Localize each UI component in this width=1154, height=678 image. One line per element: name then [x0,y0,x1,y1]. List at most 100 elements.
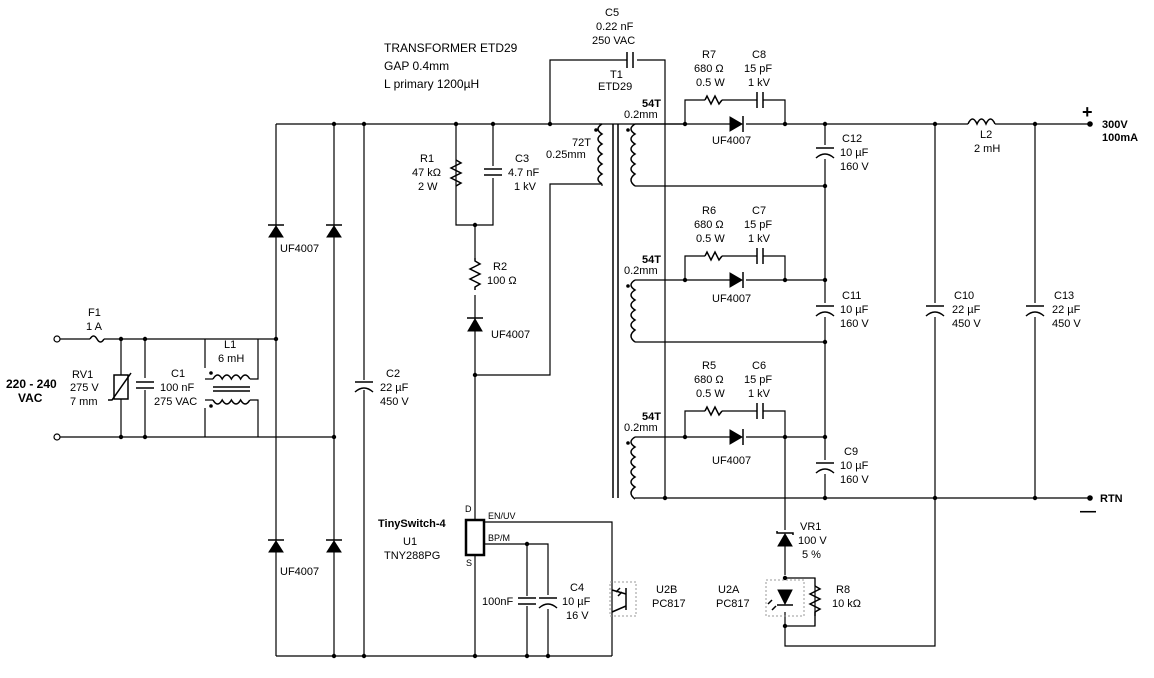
sec1-turns: 54T [642,98,661,110]
c10-ref: C10 [954,290,974,302]
fuse-f1-symbol [89,335,105,343]
r2-value: 100 Ω [487,275,517,287]
sec2-turns: 54T [642,254,661,266]
c10-rating: 450 V [952,318,981,330]
input-type: VAC [18,391,43,405]
t1-ref: T1 [610,69,623,81]
c5-ref: C5 [605,7,619,19]
c1-value: 100 nF [160,382,195,394]
c9-ref: C9 [844,446,858,458]
c5-value: 0.22 nF [596,21,634,33]
transformer-note-line2: GAP 0.4mm [384,59,449,73]
l2-value: 2 mH [974,143,1000,155]
r7-power: 0.5 W [696,77,725,89]
c8-rating: 1 kV [748,77,771,89]
output-current: 100mA [1102,132,1138,144]
c1-ref: C1 [171,368,185,380]
l2-ref: L2 [980,129,992,141]
c2-value: 22 µF [380,382,409,394]
sec1-diode: UF4007 [712,135,751,147]
c1-rating: 275 VAC [154,396,197,408]
c2-ref: C2 [386,368,400,380]
u1-family: TinySwitch-4 [378,518,447,530]
junction-dots [118,121,1093,659]
c9-rating: 160 V [840,474,869,486]
output-plus-sign: + [1082,102,1093,122]
l1-value: 6 mH [218,353,244,365]
r1-power: 2 W [418,181,438,193]
u1-pin-s: S [466,558,472,568]
input-voltage: 220 - 240 [6,377,57,391]
u1-pin-en: EN/UV [488,511,516,521]
c13-ref: C13 [1054,290,1074,302]
ic-u1-body [464,518,486,557]
resistor-r2-symbol [468,258,482,295]
c13-value: 22 µF [1052,304,1081,316]
c9-value: 10 µF [840,460,869,472]
u2a-ref: U2A [718,584,740,596]
capacitor-c5-symbol [626,52,634,68]
c13-rating: 450 V [1052,318,1081,330]
r1-value: 47 kΩ [412,167,441,179]
c11-value: 10 µF [840,304,869,316]
r5-ref: R5 [702,360,716,372]
optocoupler-u2a [765,579,805,617]
output-capacitors [815,145,1045,474]
u1-ref: U1 [403,536,417,548]
c5-rating: 250 VAC [592,35,635,47]
f1-ref: F1 [88,307,101,319]
varistor-rv1-symbol [108,372,132,401]
t1-primary-turns: 72T [572,137,591,149]
c2-rating: 450 V [380,396,409,408]
r5-value: 680 Ω [694,374,724,386]
transformer-note-line3: L primary 1200µH [384,77,479,91]
sec1-wire: 0.2mm [624,109,658,121]
bridge-rectifier [268,224,342,553]
l1-ref: L1 [224,339,236,351]
sec2-diode: UF4007 [712,293,751,305]
r6-ref: R6 [702,205,716,217]
secondary-1-parts [704,92,764,132]
clamp-diode-label: UF4007 [491,329,530,341]
vr1-value: 100 V [798,535,827,547]
c12-ref: C12 [842,133,862,145]
bridge-top-label: UF4007 [280,243,319,255]
vr1-tol: 5 % [802,549,821,561]
c4-value: 10 µF [562,596,591,608]
c8-value: 15 pF [744,63,772,75]
r8-value: 10 kΩ [832,598,861,610]
rv1-ref: RV1 [72,369,93,381]
u2b-ref: U2B [656,584,677,596]
c6-value: 15 pF [744,374,772,386]
input-terminals [53,335,61,441]
resistor-r8-symbol [808,585,822,616]
r5-power: 0.5 W [696,388,725,400]
c7-rating: 1 kV [748,233,771,245]
resistor-r1-symbol [449,159,463,187]
rv1-value: 275 V [70,382,99,394]
f1-value: 1 A [86,321,103,333]
inductor-l2-symbol [967,118,996,126]
secondary-2-parts [704,248,764,288]
c7-value: 15 pF [744,219,772,231]
capacitor-c3-symbol [484,166,502,178]
diode-clamp-symbol [467,317,483,332]
sec3-wire: 0.2mm [624,422,658,434]
r6-value: 680 Ω [694,219,724,231]
u1-pin-d: D [465,504,472,514]
r8-ref: R8 [836,584,850,596]
c12-value: 10 µF [840,147,869,159]
r6-power: 0.5 W [696,233,725,245]
capacitor-c1-symbol [136,378,154,390]
capacitor-c4-symbol [538,595,558,609]
u2a-part: PC817 [716,598,750,610]
r7-ref: R7 [702,49,716,61]
secondary-3-parts [704,403,764,445]
r7-value: 680 Ω [694,63,724,75]
c11-rating: 160 V [840,318,869,330]
t1-primary-wire: 0.25mm [546,149,586,161]
vr1-ref: VR1 [800,521,821,533]
sec3-turns: 54T [642,411,661,423]
u2b-part: PC817 [652,598,686,610]
